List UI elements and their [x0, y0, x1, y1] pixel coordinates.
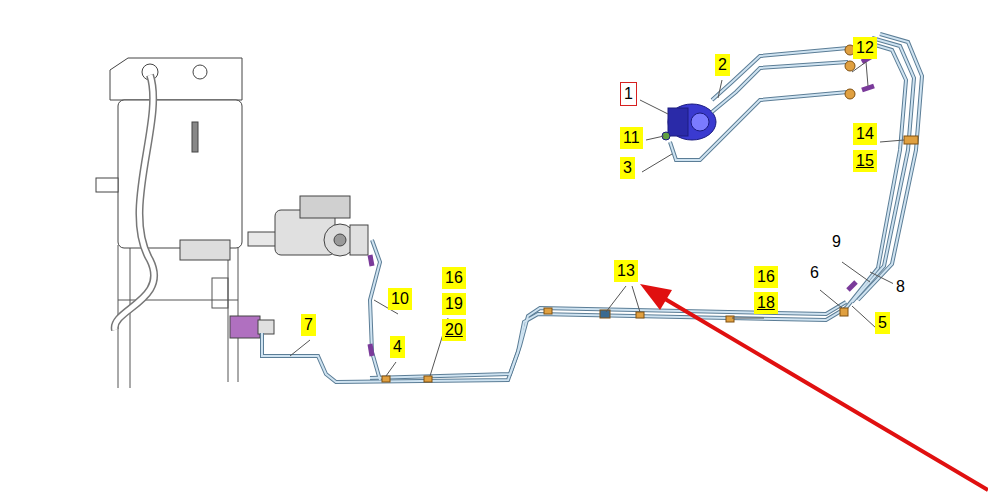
- callout-number: 5: [875, 312, 890, 334]
- callout-number: 6: [807, 262, 822, 284]
- callout-number: 1: [621, 83, 636, 105]
- callout-number: 15: [853, 150, 877, 172]
- pointer-arrow: [640, 284, 988, 490]
- tank-frame: [118, 245, 238, 388]
- callout-number: 13: [614, 260, 638, 282]
- leader-lines: [290, 62, 904, 376]
- hydraulic-pump: [248, 196, 368, 256]
- oil-tank: [96, 58, 242, 330]
- pipes: [262, 34, 922, 382]
- callout-number: 16: [754, 266, 778, 288]
- callout-number: 8: [893, 276, 908, 298]
- callout-number: 16: [442, 267, 466, 289]
- callout-number: 19: [442, 293, 466, 315]
- hydraulic-motor: [662, 104, 716, 140]
- callout-box: 1: [620, 82, 637, 106]
- callout-number: 2: [715, 54, 730, 76]
- callout-number: 14: [853, 123, 877, 145]
- callout-number: 11: [620, 127, 643, 149]
- callout-number: 20: [442, 319, 466, 341]
- callout-number: 18: [754, 292, 778, 314]
- callout-number: 7: [301, 314, 316, 336]
- callout-number: 10: [388, 288, 412, 310]
- callout-number: 9: [829, 231, 844, 253]
- return-filter: [230, 316, 274, 338]
- callout-number: 12: [853, 37, 877, 59]
- callout-number: 3: [620, 157, 635, 179]
- callout-number: 4: [390, 336, 405, 358]
